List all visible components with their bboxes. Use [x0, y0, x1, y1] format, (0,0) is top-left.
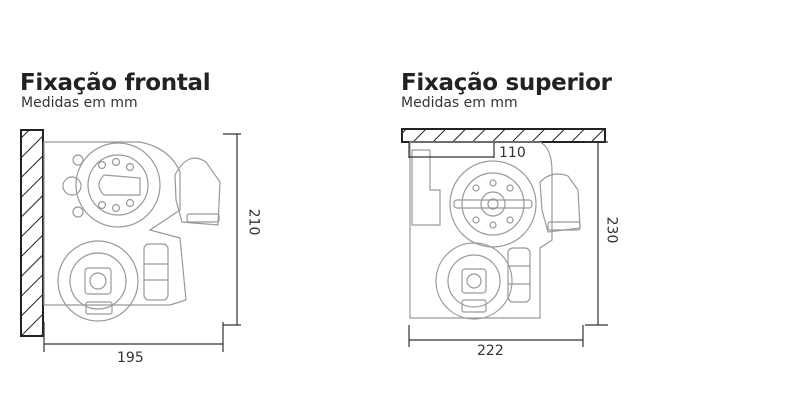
top-dimension-lines: [408, 141, 608, 347]
top-mount-units: Medidas em mm: [401, 95, 518, 111]
front-mount-title: Fixação frontal: [20, 70, 211, 96]
top-mount-title: Fixação superior: [401, 70, 612, 96]
top-offset-label: 110: [499, 145, 526, 161]
top-width-label: 222: [477, 343, 504, 359]
front-dimension-lines: [43, 133, 241, 352]
front-mount-units: Medidas em mm: [21, 95, 138, 111]
front-width-label: 195: [117, 350, 144, 366]
top-height-label: 230: [603, 216, 620, 244]
motor-sketch-top: [409, 141, 581, 320]
wall-hatch: [20, 129, 44, 337]
ceiling-hatch: [401, 128, 606, 143]
front-height-label: 210: [245, 208, 262, 236]
motor-sketch-front: [43, 141, 221, 322]
